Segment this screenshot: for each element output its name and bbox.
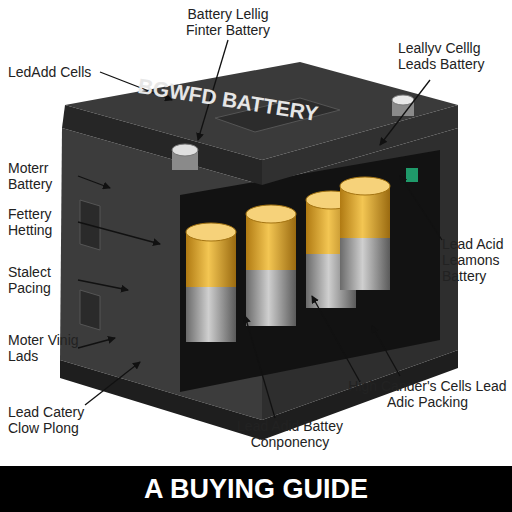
caption-band: A BUYING GUIDE [0, 466, 512, 512]
callout-label: Lead Catery Clow Plong [8, 404, 118, 436]
callout-label: Stalect Pacing [8, 264, 80, 296]
callout-label: Lead Acid Leamons Battery [442, 236, 510, 284]
callout-label: Moterr Battery [8, 160, 80, 192]
callout-label: LedAdd Cells [8, 64, 118, 80]
callout-label: Moter Vinig Lads [8, 332, 80, 364]
leader-lines [78, 40, 442, 418]
cell-cylinders [186, 177, 390, 342]
callout-label: Fettery Hetting [8, 206, 80, 238]
cutaway-window [180, 150, 440, 392]
caption-text: A BUYING GUIDE [0, 473, 512, 505]
side-grip [80, 200, 100, 330]
callout-label: Battery Lellig Finter Battery [168, 6, 288, 38]
callout-label: Lead Adid Battey Conponency [215, 418, 365, 450]
callout-label: High Cander's Cells Lead Adic Packing [345, 378, 510, 410]
callout-label: Leallyv Celllg Leads Battery [398, 40, 510, 72]
